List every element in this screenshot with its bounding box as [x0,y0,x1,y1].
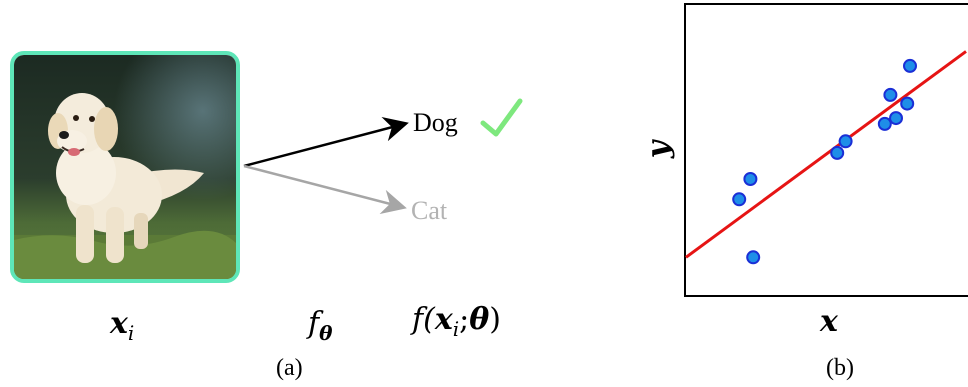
data-point [883,87,898,102]
dog-photo [10,51,240,283]
arrow-to-cat [243,164,407,215]
output-label-cat: Cat [411,196,448,225]
data-point [743,172,758,186]
x-axis-label: x [820,304,838,339]
caption-b: (b) [826,355,854,381]
output-label-dog: Dog [413,108,458,137]
plot-frame [684,3,968,297]
output-symbol: f(xi;θ) [412,302,501,341]
dog-image-illustration [14,55,236,279]
caption-a: (a) [276,355,303,381]
data-point [900,96,915,111]
data-point [746,250,761,265]
checkmark-icon [480,98,523,137]
data-point [903,58,917,73]
data-point [830,145,845,160]
data-point [732,192,747,207]
arrow-to-dog [243,116,409,168]
data-point [838,134,853,149]
regression-line [685,50,967,259]
y-axis-label: y [641,140,677,159]
input-symbol: xi [110,306,135,345]
data-point [889,111,903,126]
function-symbol: fθ [308,306,333,345]
data-point [877,116,892,131]
